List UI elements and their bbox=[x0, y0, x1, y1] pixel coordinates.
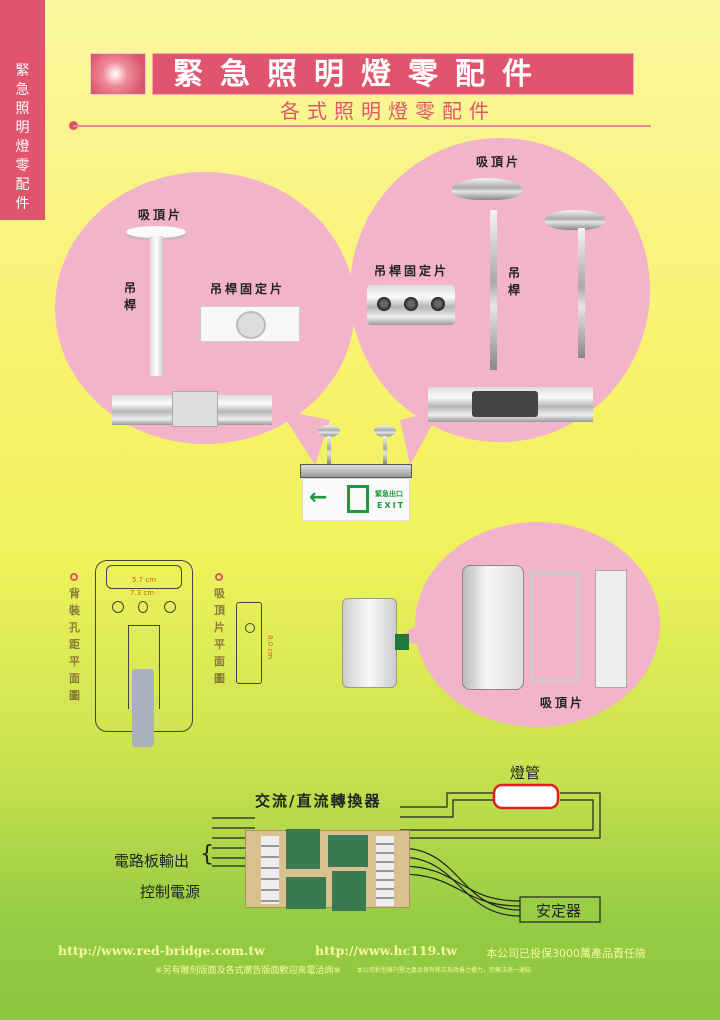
rod-bracket-image bbox=[200, 306, 300, 342]
ceiling-plate-image bbox=[126, 226, 186, 238]
running-man-icon bbox=[347, 485, 369, 513]
exit-text-en: EXIT bbox=[377, 501, 406, 510]
sign-ceiling-plate bbox=[374, 425, 396, 437]
ceiling-plate-image bbox=[452, 178, 522, 200]
sign-rod bbox=[327, 436, 331, 464]
bullet-icon bbox=[70, 573, 78, 581]
footer-url-hc119[interactable]: http://www.hc119.tw bbox=[315, 943, 458, 958]
bullet-icon bbox=[215, 573, 223, 581]
header-divider bbox=[73, 125, 651, 127]
ballast-label: 安定器 bbox=[536, 902, 582, 920]
tube-label: 燈管 bbox=[510, 764, 541, 782]
exit-sign-panel: ← 緊急出口 EXIT bbox=[302, 478, 410, 521]
page-subtitle: 各式照明燈零配件 bbox=[280, 99, 496, 123]
rail-image bbox=[428, 387, 593, 422]
ceiling-plate-image bbox=[545, 210, 605, 230]
dim-7-3: 7.3 cm bbox=[130, 589, 155, 597]
rod-image bbox=[150, 236, 163, 376]
label-ceiling-plate: 吸頂片 bbox=[540, 696, 586, 710]
dim-8-0: 8.0 cm bbox=[266, 635, 274, 660]
label-rod: 吊桿 bbox=[124, 281, 137, 312]
label-rod: 吊桿 bbox=[508, 266, 521, 297]
board-output-label: 電路板輸出 bbox=[114, 852, 190, 870]
footer-disclaimer: 本公司對型錄刊登之產品保有修正及改善之權力，恕無法逐一通知 bbox=[357, 967, 532, 974]
title-burst-graphic bbox=[90, 53, 146, 95]
rod-image bbox=[578, 228, 585, 358]
sign-ceiling-plate bbox=[318, 425, 340, 437]
footer-insurance: 本公司已投保3000萬產品責任險 bbox=[486, 947, 646, 960]
label-rod-bracket: 吊桿固定片 bbox=[374, 264, 450, 278]
back-plan-drawing: 5.7 cm 7.3 cm bbox=[95, 560, 193, 747]
label-ceiling-plate: 吸頂片 bbox=[476, 155, 522, 169]
bracket-image bbox=[530, 572, 580, 682]
label-ceiling-plate: 吸頂片 bbox=[138, 208, 184, 222]
rod-image bbox=[490, 210, 497, 370]
ceiling-plan-label: 吸頂片平面圖 bbox=[214, 587, 225, 685]
control-power-label: 控制電源 bbox=[140, 883, 201, 901]
wiring-diagram bbox=[212, 783, 601, 923]
page-title: 緊急照明燈零配件 bbox=[152, 53, 634, 95]
sign-rod bbox=[383, 436, 387, 464]
sidebar-tab: 緊急照明燈零配件 bbox=[0, 0, 45, 220]
converter-title: 交流/直流轉換器 bbox=[255, 792, 382, 810]
footer-notice: ※另有雕刻版面及各式廣告版面歡迎來電洽詢※ bbox=[155, 966, 342, 976]
ceiling-plate-image bbox=[595, 570, 627, 688]
footer-url-red-bridge[interactable]: http://www.red-bridge.com.tw bbox=[58, 943, 265, 958]
label-rod-bracket: 吊桿固定片 bbox=[210, 282, 286, 296]
back-plan-label: 背裝孔距平面圖 bbox=[69, 587, 80, 702]
dim-5-7: 5.7 cm bbox=[132, 576, 157, 584]
exit-text-cn: 緊急出口 bbox=[375, 490, 403, 498]
sidebar-label: 緊急照明燈零配件 bbox=[15, 63, 30, 212]
green-connector bbox=[395, 634, 409, 650]
rail-image bbox=[112, 391, 272, 427]
rod-bracket-image bbox=[367, 285, 455, 325]
light-unit-image bbox=[462, 565, 524, 690]
light-unit-side-image bbox=[342, 598, 397, 688]
ceiling-plan-drawing bbox=[236, 602, 262, 684]
circuit-board-image bbox=[245, 829, 410, 911]
brace-icon: { bbox=[200, 842, 214, 867]
arrow-left-icon: ← bbox=[309, 485, 328, 510]
exit-sign-housing bbox=[300, 464, 412, 478]
